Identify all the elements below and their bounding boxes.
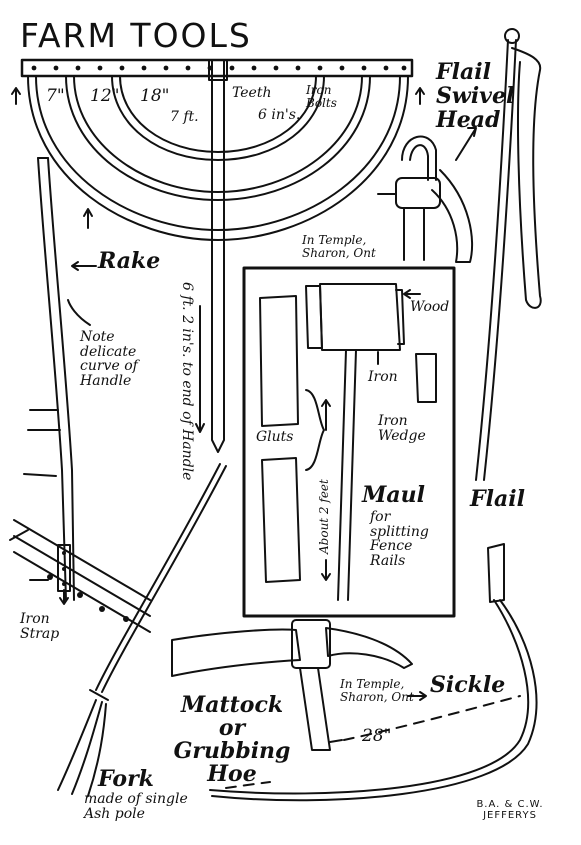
fork-name: Fork (98, 766, 154, 792)
maul-wood-label: Wood (410, 299, 450, 315)
iron-wedge-label: Iron Wedge (378, 413, 426, 444)
rake-bolts-label: Iron Bolts (306, 83, 337, 110)
rake-name: Rake (98, 248, 161, 274)
maul-name: Maul (362, 482, 425, 508)
mattock-label: Mattock or Grubbing Hoe (173, 692, 291, 788)
iron-strap-label: Iron Strap (20, 611, 60, 642)
flail-head-label: Flail Swivel Head (436, 59, 515, 134)
sickle-length-label: 28" (362, 726, 392, 746)
sickle-illustration (209, 543, 538, 802)
sickle-name: Sickle (430, 672, 506, 698)
flail-illustration (377, 28, 542, 481)
sickle-location: In Temple, Sharon, Ont (340, 677, 414, 704)
gluts-label: Gluts (256, 429, 294, 445)
page-title: FARM TOOLS (20, 16, 252, 55)
rake-teeth-label: Teeth (232, 85, 272, 101)
handle-curve-note: Note delicate curve of Handle (80, 329, 138, 390)
rake-dim-12: 12" (90, 86, 120, 106)
mattock-illustration (171, 619, 413, 751)
rake-illustration (11, 58, 425, 453)
rake-dim-7: 7" (46, 86, 65, 106)
rake-dim-18: 18" (140, 86, 170, 106)
fork-illustration (57, 463, 227, 797)
flail-name: Flail (470, 486, 525, 512)
maul-iron-label: Iron (368, 369, 398, 385)
artist-credit: B.A. & C.W. JEFFERYS (476, 799, 544, 821)
maul-panel (242, 266, 456, 618)
rake-width-label: 7 ft. (170, 109, 199, 125)
rake-side-illustration (9, 157, 151, 633)
fork-note: made of single Ash pole (84, 791, 188, 822)
rake-handle-length: 6 ft. 2 in's. to end of Handle (179, 282, 195, 481)
maul-purpose: for splitting Fence Rails (370, 509, 429, 570)
rake-location: In Temple, Sharon, Ont (302, 233, 376, 260)
maul-length-label: About 2 feet (317, 479, 331, 554)
rake-spacing-label: 6 in's. (258, 107, 301, 123)
